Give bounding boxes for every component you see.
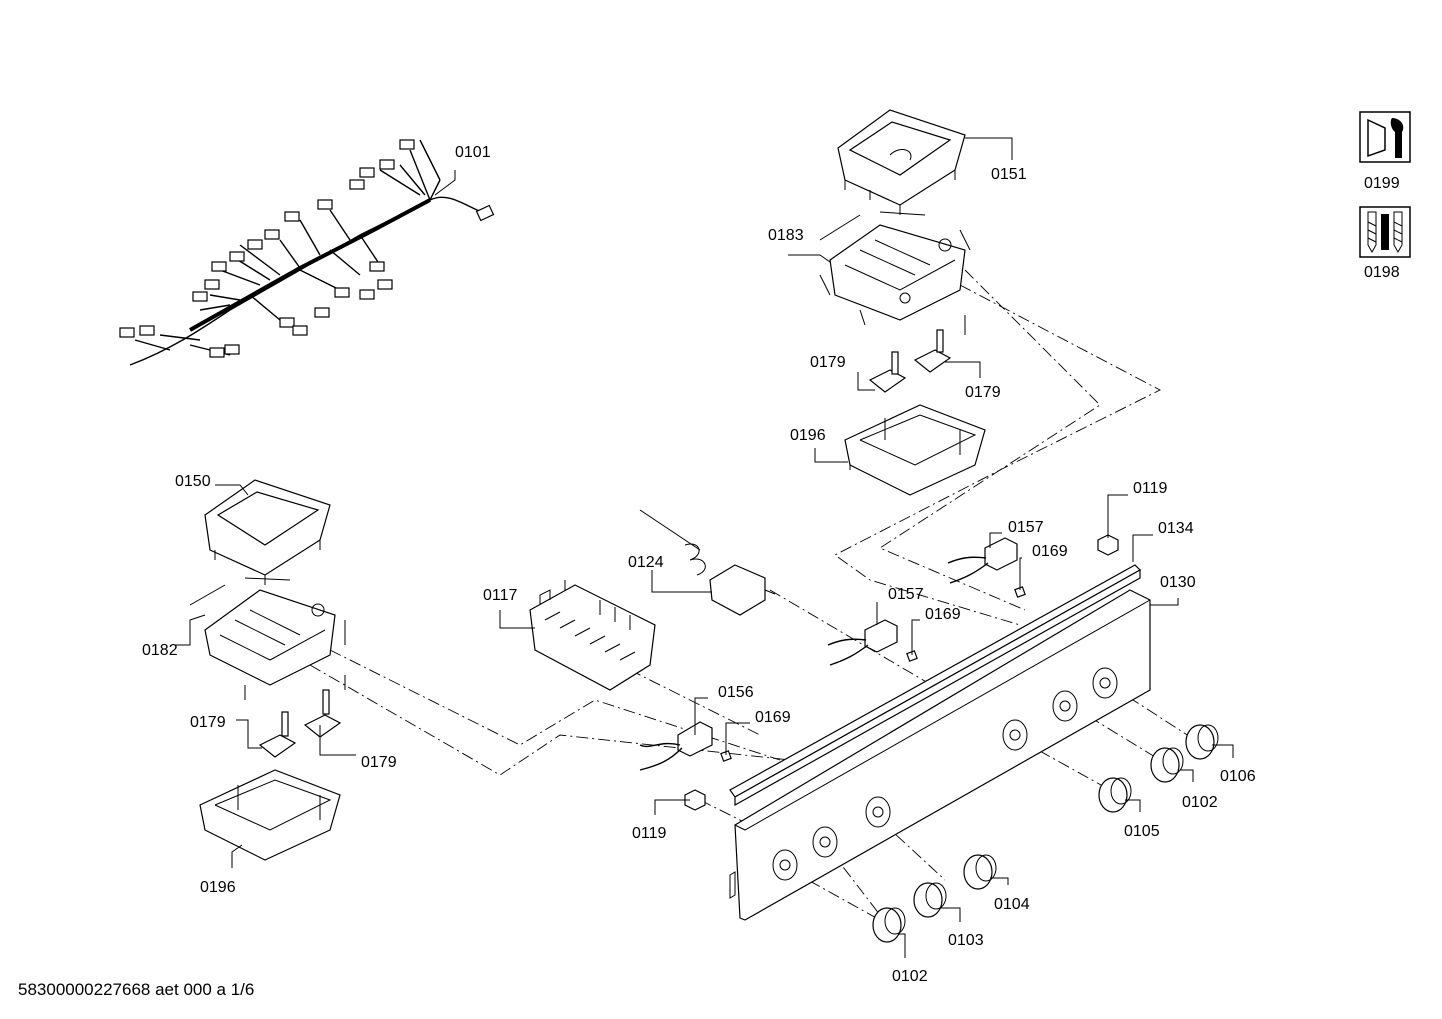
label-0183: 0183 [768, 227, 804, 244]
label-0182: 0182 [142, 642, 178, 659]
knob-0103 [913, 882, 947, 918]
label-0102: 0102 [1182, 794, 1218, 811]
label-0103: 0103 [948, 932, 984, 949]
label-0196: 0196 [200, 879, 236, 896]
bracket-0196-upper [844, 404, 986, 496]
label-0179: 0179 [810, 354, 846, 371]
knob-0102-a [1150, 747, 1184, 783]
knob-0104 [963, 854, 997, 890]
label-0105: 0105 [1124, 823, 1160, 840]
rail-0134 [729, 564, 1141, 807]
wrench-tool-icon [1359, 111, 1411, 163]
label-0179: 0179 [190, 714, 226, 731]
label-0117: 0117 [483, 587, 518, 604]
label-0134: 0134 [1158, 520, 1194, 537]
clips-0169 [720, 586, 1026, 762]
bracket-0196-lower [199, 769, 341, 861]
label-0156: 0156 [718, 684, 754, 701]
switch-0156 [639, 721, 713, 771]
knobs [872, 724, 1219, 943]
switch-0179-lower [258, 689, 342, 758]
housing-0151 [837, 109, 966, 215]
switch-0157-b [947, 537, 1018, 584]
knob-0102-b [872, 907, 906, 943]
label-0198: 0198 [1364, 264, 1400, 281]
leader-lines [175, 137, 1234, 958]
wiring-harness [119, 139, 495, 366]
label-0179: 0179 [965, 384, 1001, 401]
label-0119: 0119 [1133, 480, 1168, 497]
part-labels: 0101 0151 0183 0179 0179 0196 0199 0198 … [142, 144, 1400, 985]
label-0157: 0157 [888, 586, 924, 603]
label-0179: 0179 [361, 754, 397, 771]
control-panel-0130 [729, 589, 1151, 921]
document-id-footer: 58300000227668 aet 000 a 1/6 [18, 980, 255, 999]
knob-0106 [1185, 724, 1219, 760]
thermostat-0124 [639, 509, 776, 616]
screws-icon [1359, 206, 1411, 258]
label-0119: 0119 [632, 825, 667, 842]
knob-0105 [1098, 777, 1132, 813]
label-0151: 0151 [991, 166, 1027, 183]
label-0104: 0104 [994, 896, 1030, 913]
terminal-block-0117 [529, 580, 656, 691]
label-0199: 0199 [1364, 175, 1400, 192]
label-0106: 0106 [1220, 768, 1256, 785]
label-0169: 0169 [925, 606, 961, 623]
label-0130: 0130 [1160, 574, 1196, 591]
label-0102: 0102 [892, 968, 928, 985]
switch-block-0182 [189, 577, 346, 700]
switch-block-0183 [819, 211, 971, 335]
switch-0157-a [827, 619, 898, 666]
label-0101: 0101 [455, 144, 491, 161]
switch-0179-upper [868, 329, 952, 393]
label-0196: 0196 [790, 427, 826, 444]
label-0169: 0169 [755, 709, 791, 726]
label-0169: 0169 [1032, 543, 1068, 560]
label-0157: 0157 [1008, 519, 1044, 536]
label-0124: 0124 [628, 554, 664, 571]
label-0150: 0150 [175, 473, 211, 490]
housing-0150 [204, 479, 331, 585]
